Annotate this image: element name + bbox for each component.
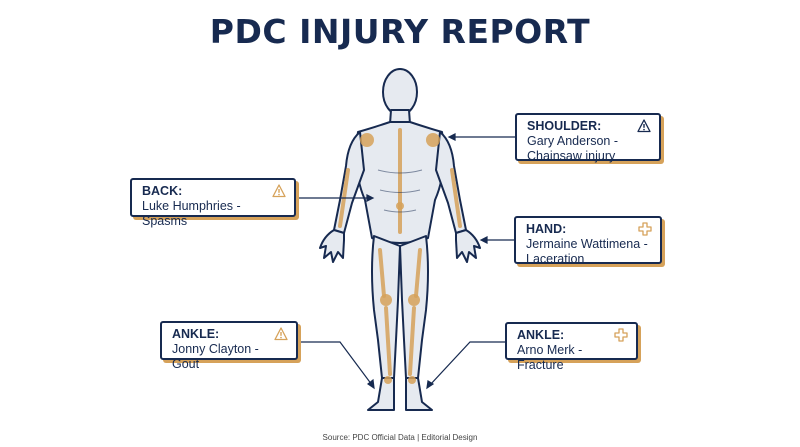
warning-icon xyxy=(637,119,651,133)
callout-detail: Luke Humphries - Spasms xyxy=(142,199,241,228)
foot-left xyxy=(367,377,395,411)
callout-ankle-left: ANKLE: Jonny Clayton - Gout xyxy=(160,321,298,371)
callout-label: HAND: xyxy=(526,222,567,236)
callout-label: SHOULDER: xyxy=(527,119,602,133)
medical-cross-icon xyxy=(638,222,652,236)
hand-right xyxy=(455,229,481,263)
callout-detail: Gary Anderson - Chainsaw injury xyxy=(527,134,619,163)
arm-left xyxy=(333,131,365,234)
leader-ankle-right xyxy=(429,341,505,386)
warning-icon xyxy=(272,184,286,198)
head xyxy=(382,68,418,116)
foot-right xyxy=(405,377,433,411)
callout-hand: HAND: Jermaine Wattimena - Laceration xyxy=(514,216,662,266)
leader-ankle-left xyxy=(298,341,373,386)
page-title: PDC INJURY REPORT xyxy=(209,12,591,51)
callout-detail: Jermaine Wattimena - Laceration xyxy=(526,237,648,266)
source-credit: Source: PDC Official Data | Editorial De… xyxy=(322,433,478,442)
arm-right xyxy=(435,131,467,234)
warning-icon xyxy=(274,327,288,341)
callout-back: BACK: Luke Humphries - Spasms xyxy=(130,178,296,228)
callout-shoulder: SHOULDER: Gary Anderson - Chainsaw injur… xyxy=(515,113,661,163)
callout-ankle-right: ANKLE: Arno Merk - Fracture xyxy=(505,322,638,372)
hand-left xyxy=(319,229,345,263)
callout-label: ANKLE: xyxy=(172,327,220,341)
callout-detail: Jonny Clayton - Gout xyxy=(172,342,259,371)
callout-label: BACK: xyxy=(142,184,183,198)
medical-cross-icon xyxy=(614,328,628,342)
callout-label: ANKLE: xyxy=(517,328,565,342)
callout-detail: Arno Merk - Fracture xyxy=(517,343,583,372)
